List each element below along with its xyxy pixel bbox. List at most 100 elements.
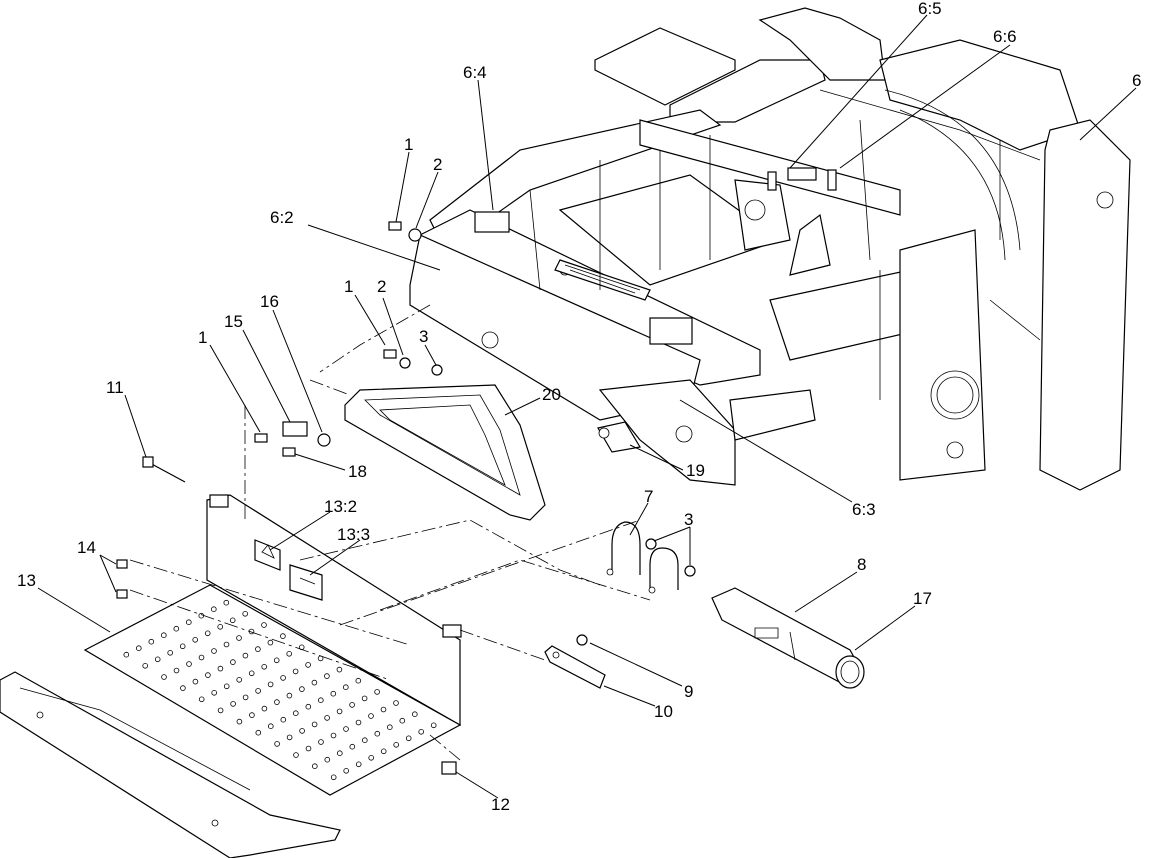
callout-8: 8 <box>857 555 866 574</box>
perforation-hole <box>311 721 318 728</box>
callout-3a: 3 <box>419 327 428 346</box>
perforation-hole <box>311 679 318 686</box>
perforation-hole <box>267 639 274 646</box>
perforation-hole <box>280 716 287 723</box>
perforation-hole <box>198 696 205 703</box>
main-frame <box>409 7 1131 491</box>
callout-20: 20 <box>542 385 561 404</box>
callout-11: 11 <box>106 378 124 397</box>
perforation-hole <box>274 699 280 705</box>
perforation-hole <box>211 648 217 654</box>
perforation-hole <box>180 685 186 691</box>
bracket-part-19 <box>597 421 693 453</box>
perforation-hole <box>330 732 337 739</box>
perforation-hole <box>292 668 299 675</box>
perforation-hole <box>142 662 149 669</box>
perforation-hole <box>305 703 312 710</box>
assembly-lines <box>129 304 651 761</box>
front-cover <box>0 671 341 858</box>
perforation-hole <box>355 719 362 726</box>
callout-15: 15 <box>224 312 243 331</box>
perforation-hole <box>192 678 199 685</box>
perforation-hole <box>368 713 374 719</box>
perforation-hole <box>192 636 199 643</box>
perforation-hole <box>430 722 437 729</box>
perforation-hole <box>236 718 243 725</box>
callout-1a: 1 <box>404 135 413 154</box>
perforation-hole <box>286 650 293 657</box>
perforation-hole <box>349 743 356 750</box>
perforation-hole <box>286 734 293 741</box>
perforation-hole <box>374 730 381 737</box>
perforation-hole <box>267 681 274 688</box>
callout-6: 6 <box>1132 71 1141 90</box>
perforation-hole <box>293 752 299 758</box>
perforation-hole <box>242 610 249 617</box>
callout-14: 14 <box>77 538 96 557</box>
perforation-hole <box>286 692 293 699</box>
perforation-hole <box>292 710 299 716</box>
perforation-hole <box>249 712 255 718</box>
callout-13-3: 13:3 <box>337 525 370 544</box>
perforation-hole <box>305 662 311 668</box>
perforation-hole <box>299 686 305 692</box>
perforation-hole <box>154 656 161 663</box>
perforation-hole <box>242 652 249 659</box>
perforation-hole <box>393 700 399 706</box>
perforation-hole <box>299 728 305 734</box>
perforation-hole <box>380 706 387 713</box>
perforation-hole <box>305 745 312 752</box>
callout-6-5: 6:5 <box>918 0 942 18</box>
clamp-part-7 <box>606 521 679 594</box>
callout-6-3: 6:3 <box>852 500 876 519</box>
perforation-hole <box>324 673 330 679</box>
perforation-hole <box>386 724 393 730</box>
perforation-hole <box>217 707 224 714</box>
perforation-hole <box>355 677 362 684</box>
callout-10: 10 <box>654 702 673 721</box>
strap-part-10 <box>544 634 606 689</box>
callout-labels: 1 2 6:5 6:6 6 6:4 6:2 1 2 3 16 15 1 11 2… <box>17 0 1141 814</box>
callout-6-6: 6:6 <box>993 27 1017 46</box>
perforation-hole <box>211 606 217 612</box>
perforation-hole <box>236 676 243 683</box>
callout-16: 16 <box>260 292 279 311</box>
tube-part-8 <box>711 587 865 689</box>
perforation-hole <box>324 715 330 721</box>
perforation-holes <box>123 599 437 781</box>
perforation-hole <box>186 661 192 667</box>
perforation-hole <box>280 633 286 639</box>
perforation-hole <box>217 623 224 630</box>
perforation-hole <box>179 643 186 650</box>
callout-19: 19 <box>686 461 705 480</box>
perforation-hole <box>368 754 375 761</box>
perforation-hole <box>223 599 230 606</box>
perforation-hole <box>361 737 368 743</box>
perforation-hole <box>336 750 343 756</box>
perforation-hole <box>380 748 387 755</box>
perforation-hole <box>255 729 262 736</box>
perforation-hole <box>205 672 211 678</box>
perforation-hole <box>355 761 362 768</box>
perforation-hole <box>173 625 180 632</box>
callout-13: 13 <box>17 571 36 590</box>
callout-1c: 1 <box>198 328 207 347</box>
perforation-hole <box>343 726 349 732</box>
perforation-hole <box>274 741 280 747</box>
callout-9: 9 <box>684 682 693 701</box>
perforation-hole <box>229 617 236 624</box>
callout-6-4: 6:4 <box>463 63 487 82</box>
perforation-hole <box>161 674 167 680</box>
callout-2a: 2 <box>433 155 442 174</box>
perforation-hole <box>418 728 425 735</box>
perforation-hole <box>267 723 274 729</box>
perforation-hole <box>280 675 286 681</box>
perforation-hole <box>330 774 337 781</box>
callout-18: 18 <box>348 462 367 481</box>
callout-17: 17 <box>913 589 932 608</box>
perforation-hole <box>223 683 230 690</box>
perforation-hole <box>399 717 406 724</box>
perforation-hole <box>223 641 230 648</box>
guard-part-20 <box>344 384 546 521</box>
